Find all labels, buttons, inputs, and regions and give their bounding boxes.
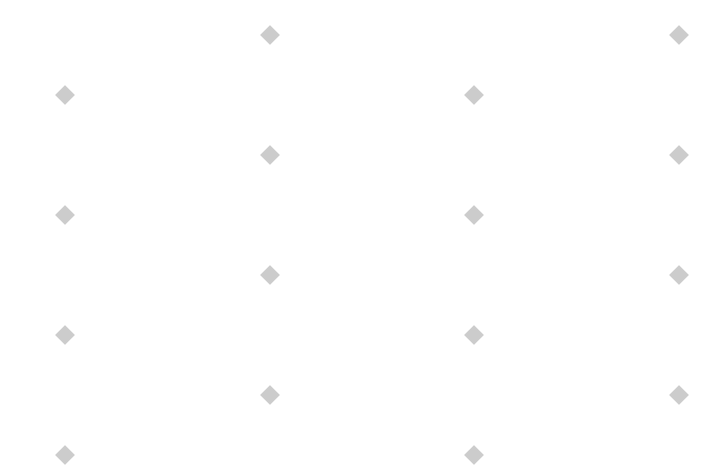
diamond-icon bbox=[464, 205, 484, 225]
diamond-icon bbox=[669, 145, 689, 165]
diamond-icon bbox=[55, 325, 75, 345]
diamond-icon bbox=[464, 85, 484, 105]
diamond-icon bbox=[669, 385, 689, 405]
diamond-icon bbox=[55, 85, 75, 105]
diamond-icon bbox=[260, 25, 280, 45]
diamond-icon bbox=[669, 25, 689, 45]
diamond-icon bbox=[260, 385, 280, 405]
diamond-icon bbox=[669, 265, 689, 285]
diamond-icon bbox=[464, 325, 484, 345]
diamond-icon bbox=[55, 205, 75, 225]
diamond-icon bbox=[260, 145, 280, 165]
diamond-icon bbox=[260, 265, 280, 285]
diamond-icon bbox=[464, 445, 484, 465]
diamond-icon bbox=[55, 445, 75, 465]
